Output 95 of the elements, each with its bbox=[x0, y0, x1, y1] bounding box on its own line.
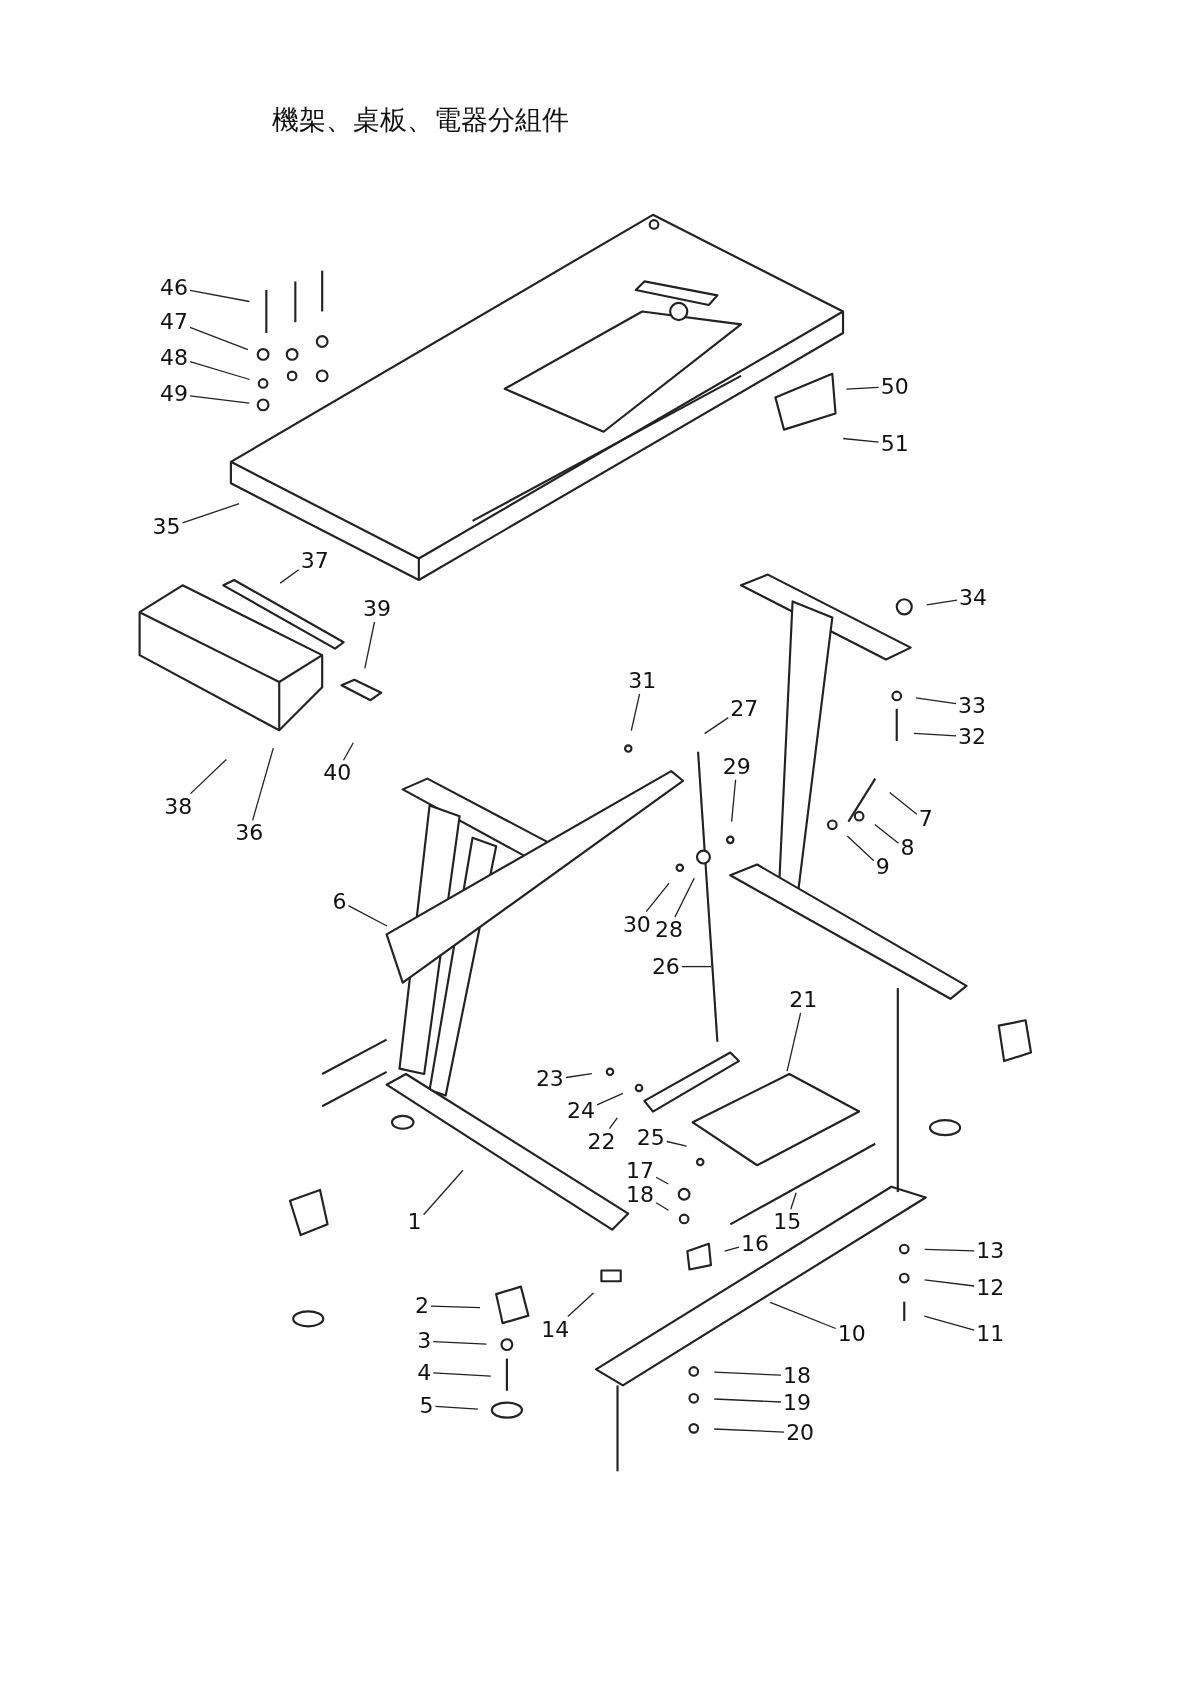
callout-number: 35 bbox=[152, 515, 181, 540]
leader-line bbox=[189, 326, 249, 351]
leader-line bbox=[703, 716, 729, 735]
leader-line bbox=[926, 599, 958, 606]
callout-number: 51 bbox=[880, 431, 909, 456]
callout-number: 11 bbox=[976, 1321, 1005, 1346]
callout-number: 28 bbox=[655, 918, 684, 943]
callout-number: 1 bbox=[407, 1210, 422, 1235]
leader-line bbox=[655, 1202, 670, 1211]
callout-number: 50 bbox=[880, 374, 909, 399]
diagram-title: 機架、桌板、電器分組件 bbox=[270, 103, 570, 137]
leader-line bbox=[713, 1428, 785, 1433]
callout-number: 47 bbox=[160, 310, 188, 335]
leader-line bbox=[790, 1192, 797, 1210]
callout-number: 20 bbox=[786, 1420, 815, 1445]
callout-number: 25 bbox=[636, 1126, 665, 1151]
leader-line bbox=[713, 1371, 782, 1376]
callout-number: 18 bbox=[782, 1363, 811, 1388]
callout-number: 19 bbox=[782, 1390, 811, 1415]
leader-line bbox=[674, 877, 695, 918]
leader-line bbox=[713, 1398, 782, 1403]
leader-line bbox=[565, 1073, 593, 1079]
callout-number: 4 bbox=[417, 1360, 432, 1385]
callout-number: 7 bbox=[918, 807, 933, 832]
callout-number: 39 bbox=[362, 596, 391, 621]
callout-number: 32 bbox=[957, 724, 986, 749]
leader-line bbox=[279, 569, 300, 584]
leader-line bbox=[347, 905, 388, 927]
callout-number: 17 bbox=[626, 1158, 655, 1183]
leader-line bbox=[432, 1341, 488, 1345]
leader-line bbox=[723, 1246, 740, 1252]
leader-line bbox=[681, 965, 712, 968]
callout-number: 26 bbox=[651, 954, 680, 979]
leader-line bbox=[846, 835, 875, 862]
leader-line bbox=[434, 1405, 479, 1410]
leader-line bbox=[189, 289, 251, 303]
callout-number: 13 bbox=[976, 1239, 1005, 1264]
leader-line bbox=[430, 1305, 481, 1309]
callout-number: 34 bbox=[959, 586, 988, 611]
callout-number: 30 bbox=[622, 912, 651, 937]
callout-number: 18 bbox=[626, 1183, 655, 1208]
callout-number: 49 bbox=[160, 382, 188, 407]
leader-line bbox=[596, 1092, 624, 1106]
callout-number: 21 bbox=[789, 987, 818, 1012]
callout-number: 12 bbox=[976, 1275, 1005, 1300]
leader-line bbox=[567, 1292, 595, 1318]
callout-number: 33 bbox=[957, 693, 986, 718]
leader-line bbox=[913, 732, 957, 737]
leader-line bbox=[786, 1012, 802, 1072]
leader-line bbox=[189, 361, 251, 381]
callout-number: 24 bbox=[567, 1098, 596, 1123]
callout-number: 14 bbox=[541, 1317, 570, 1342]
callout-number: 10 bbox=[837, 1321, 866, 1346]
leader-line bbox=[181, 503, 240, 524]
leader-line bbox=[364, 621, 376, 669]
callout-number: 2 bbox=[415, 1293, 430, 1318]
leader-line bbox=[845, 386, 880, 390]
callout-number: 37 bbox=[300, 548, 329, 573]
leader-line bbox=[923, 1315, 975, 1331]
callout-number: 15 bbox=[773, 1210, 802, 1235]
leader-line bbox=[655, 1176, 669, 1185]
callout-number: 23 bbox=[535, 1067, 564, 1092]
callout-number: 6 bbox=[332, 890, 347, 915]
leader-line bbox=[432, 1372, 492, 1377]
callout-number: 29 bbox=[722, 754, 751, 779]
callout-number: 31 bbox=[628, 668, 657, 693]
callout-number: 38 bbox=[164, 794, 193, 819]
leader-line bbox=[189, 758, 227, 795]
callout-number: 16 bbox=[741, 1231, 769, 1256]
leader-line bbox=[730, 779, 737, 823]
callout-number: 22 bbox=[587, 1129, 616, 1154]
leader-line bbox=[608, 1117, 618, 1130]
leader-line bbox=[889, 791, 918, 815]
callout-number: 27 bbox=[730, 696, 759, 721]
callout-number: 8 bbox=[900, 836, 915, 861]
leader-line bbox=[666, 1140, 688, 1147]
leader-line bbox=[842, 437, 880, 443]
leader-line bbox=[422, 1169, 464, 1216]
leader-line bbox=[630, 693, 641, 732]
leader-line bbox=[251, 747, 274, 822]
callout-number: 48 bbox=[160, 345, 188, 370]
leader-line bbox=[645, 882, 670, 913]
callout-number: 40 bbox=[323, 761, 352, 786]
leader-line bbox=[923, 1279, 975, 1287]
leader-line bbox=[189, 395, 250, 404]
leader-line bbox=[342, 742, 354, 761]
callout-number: 9 bbox=[875, 854, 890, 879]
callout-number: 3 bbox=[417, 1329, 432, 1354]
callout-number: 46 bbox=[160, 275, 188, 300]
callout-number: 5 bbox=[419, 1393, 434, 1418]
leader-line bbox=[874, 823, 900, 844]
leader-line bbox=[915, 697, 957, 705]
leader-line bbox=[769, 1301, 837, 1330]
leader-line bbox=[924, 1248, 975, 1252]
callout-number: 36 bbox=[235, 821, 264, 846]
